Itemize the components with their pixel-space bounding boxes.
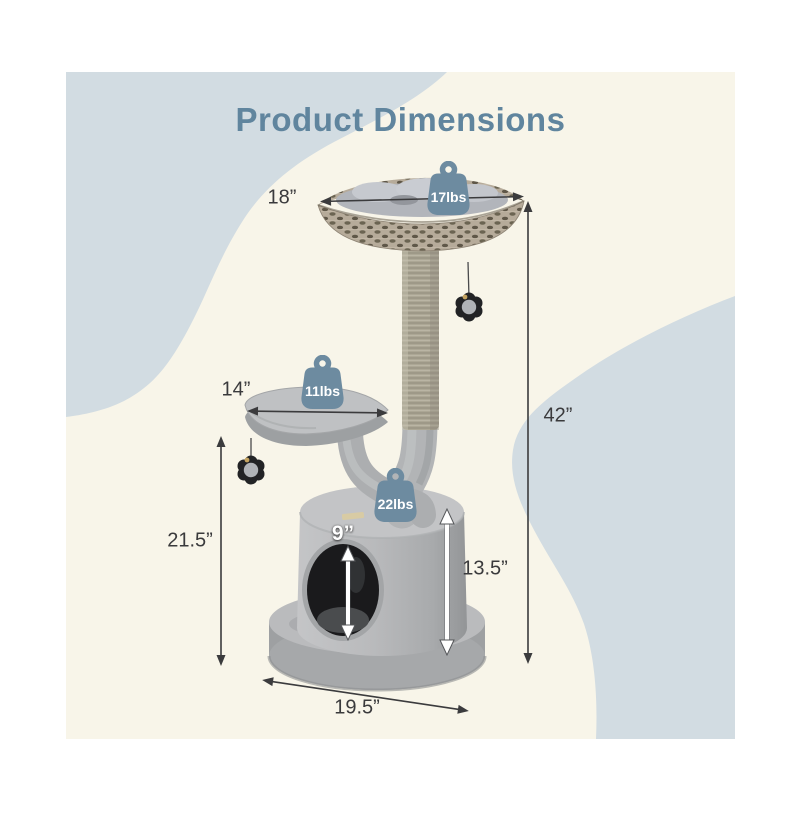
overall-height-label: 42”: [543, 404, 573, 427]
basket-weight-label: 17lbs: [431, 189, 467, 205]
condo-height-label: 13.5”: [462, 557, 508, 580]
infographic-canvas: Product Dimensions 18” 14” 42” 21.5” 9” …: [66, 72, 735, 739]
kettlebell-weight-icon: [301, 355, 344, 409]
perch-width-label: 14”: [221, 378, 251, 401]
hanging-flower-toy-perch: [237, 438, 265, 485]
floor-to-perch-arrow: [216, 436, 226, 666]
kettlebell-weight-icon: [374, 468, 417, 522]
basket-width-label: 18”: [267, 186, 297, 209]
background-blobs: [66, 72, 735, 739]
dimension-arrows: [216, 192, 533, 714]
brand-tag: [341, 512, 365, 520]
perch-weight-label: 11lbs: [305, 383, 340, 399]
condo-height-arrow: [439, 507, 455, 657]
condo-weight-label: 22lbs: [378, 496, 414, 512]
scratching-post: [402, 242, 439, 430]
perch-width-arrow: [247, 406, 388, 418]
hole-height-label: 9”: [331, 522, 355, 545]
kettlebell-weight-icon: [427, 161, 470, 215]
perch-weight-badge: 11lbs: [299, 355, 346, 410]
base-width-arrow: [262, 677, 469, 714]
base-width-label: 19.5”: [334, 696, 380, 719]
page-title: Product Dimensions: [235, 101, 566, 138]
basket-weight-badge: 17lbs: [425, 161, 472, 216]
overall-height-arrow: [523, 201, 533, 664]
hole-height-arrow: [340, 544, 356, 642]
condo-hole: [302, 539, 384, 641]
condo-weight-badge: 22lbs: [372, 468, 419, 523]
floor-to-perch-height-label: 21.5”: [167, 529, 213, 552]
blob-top-left: [66, 72, 447, 417]
blob-bottom-right: [512, 296, 735, 739]
basket-width-arrow: [320, 192, 524, 206]
hanging-flower-toy-basket: [455, 261, 483, 322]
